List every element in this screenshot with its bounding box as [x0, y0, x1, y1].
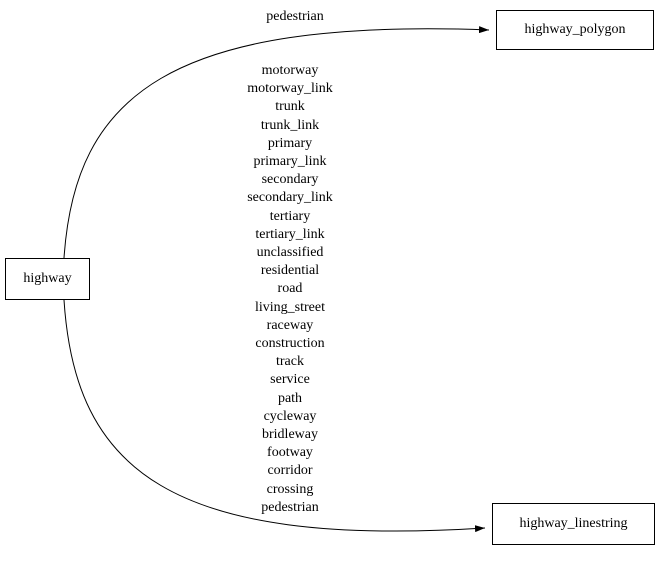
node-highway-polygon: highway_polygon	[496, 10, 654, 50]
node-highway-polygon-label: highway_polygon	[524, 22, 626, 37]
node-highway-label: highway	[23, 271, 72, 286]
edge-highway-to-linestring	[63, 299, 486, 533]
edge-label-pedestrian: pedestrian	[266, 9, 324, 24]
node-highway: highway	[5, 258, 90, 300]
edge-highway-to-polygon	[63, 26, 490, 259]
node-highway-linestring-label: highway_linestring	[519, 516, 628, 531]
edge-label-highway-values: motorway motorway_link trunk trunk_link …	[247, 63, 333, 515]
node-highway-linestring: highway_linestring	[492, 503, 655, 545]
